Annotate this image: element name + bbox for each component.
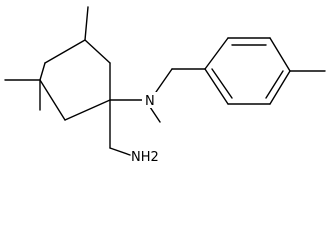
ring-bond	[84, 39, 111, 64]
n-methyl-bond	[149, 106, 161, 123]
aromatic-bond	[269, 37, 291, 72]
aromatic-double-bond	[265, 70, 284, 99]
aromatic-double-bond	[211, 68, 233, 99]
ring-bond	[39, 62, 46, 81]
ring-bond	[39, 79, 66, 121]
ring-bond	[64, 99, 111, 121]
aromatic-bond	[204, 37, 229, 70]
methyl-bond	[84, 6, 89, 41]
amine-label: NH2	[131, 150, 159, 165]
ch2-n-bond	[109, 147, 131, 156]
structure-diagram: N NH2	[4, 6, 326, 165]
aromatic-bond	[269, 70, 291, 105]
n-ch2-bond	[155, 68, 173, 93]
aromatic-bond	[204, 68, 229, 105]
ring-bond	[44, 39, 86, 64]
nitrogen-label: N	[145, 94, 155, 109]
